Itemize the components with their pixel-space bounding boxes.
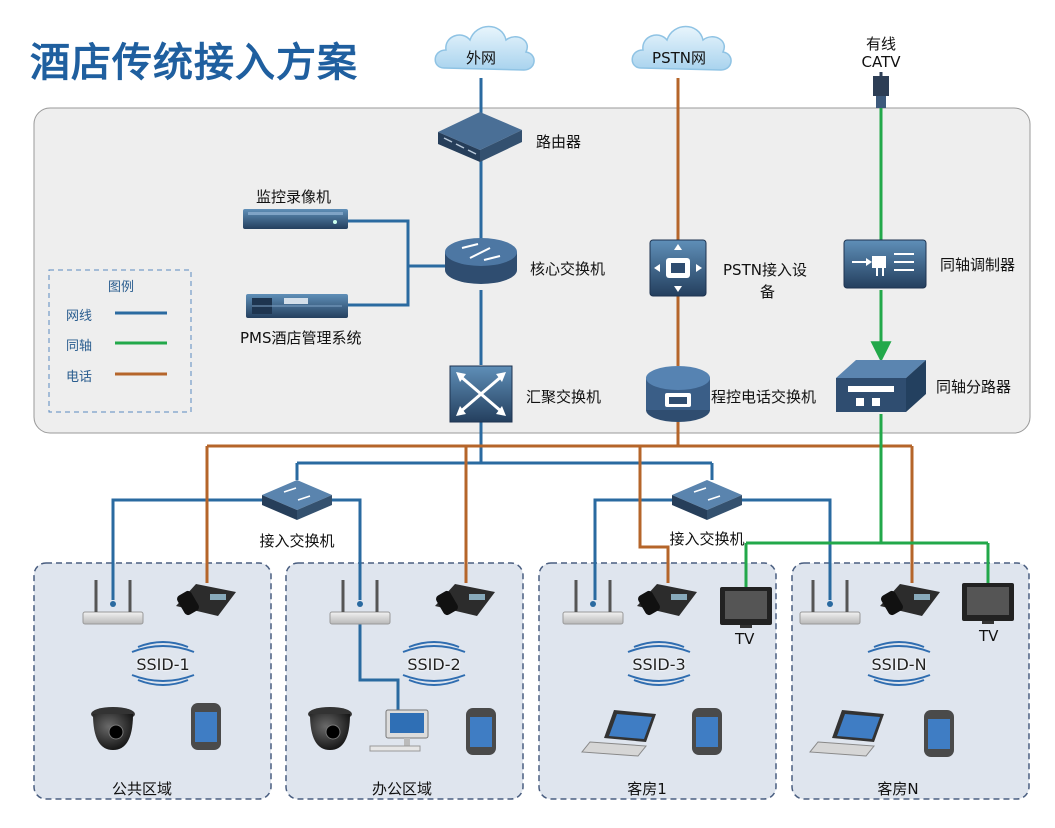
desk-phone-1-icon — [176, 584, 236, 616]
smartphone-1-icon — [191, 703, 221, 750]
access-switch-2-icon — [672, 480, 742, 520]
access-switch-1-icon — [262, 480, 332, 520]
tv-1-label: TV — [735, 630, 755, 648]
wifi-waves-4-icon — [867, 641, 931, 686]
access-switch-1-label: 接入交换机 — [259, 532, 335, 550]
zone-name-room1: 客房1 — [627, 780, 667, 798]
access-point-4-icon — [799, 580, 861, 625]
legend-coax-label: 同轴 — [66, 339, 93, 354]
core-panel — [33, 107, 1031, 434]
ssid-1-label: SSID-1 — [136, 655, 190, 674]
router-label: 路由器 — [536, 133, 582, 151]
legend-network-label: 网线 — [66, 309, 93, 324]
smartphone-3-icon — [692, 708, 722, 755]
wifi-waves-3-icon — [627, 641, 691, 686]
ssid-3-label: SSID-3 — [632, 655, 686, 674]
router-icon — [438, 112, 522, 162]
pstn-cloud-label: PSTN网 — [652, 49, 706, 67]
smartphone-2-icon — [466, 708, 496, 755]
zone-name-office: 办公区域 — [371, 780, 433, 798]
access-switch-2-label: 接入交换机 — [669, 530, 745, 548]
laptop-1-icon — [581, 710, 656, 757]
laptop-2-icon — [809, 710, 884, 757]
desktop-computer-icon — [369, 709, 429, 752]
pms-server-icon — [246, 294, 348, 318]
zone-name-public: 公共区域 — [111, 780, 173, 798]
link-phone-room1 — [638, 446, 670, 583]
aggregation-switch-icon — [449, 365, 513, 423]
page-title: 酒店传统接入方案 — [30, 40, 358, 86]
tv-2-icon — [962, 583, 1014, 624]
link-as1-ap1 — [111, 498, 262, 600]
core-switch-icon — [445, 238, 517, 284]
core-switch-label: 核心交换机 — [530, 260, 606, 278]
smartphone-4-icon — [924, 710, 954, 757]
catv-connector-icon — [873, 72, 889, 108]
camera-1-icon — [91, 707, 135, 750]
link-pms-core — [348, 266, 410, 307]
cloud-internet-icon — [434, 25, 535, 71]
legend-box — [48, 269, 192, 413]
desk-phone-3-icon — [637, 584, 697, 616]
coax-links — [744, 108, 990, 588]
coax-splitter-label: 同轴分路器 — [936, 378, 1012, 396]
aggregation-switch-label: 汇聚交换机 — [526, 388, 602, 406]
pstn-access-label-line2: 备 — [760, 283, 776, 301]
link-nvr-core — [348, 219, 446, 268]
nvr-icon — [243, 209, 348, 229]
pbx-label: 程控电话交换机 — [711, 388, 817, 406]
catv-label-line1: 有线 — [865, 35, 897, 53]
camera-2-icon — [308, 707, 352, 750]
link-ap2-pc — [358, 622, 400, 710]
coax-splitter-icon — [836, 360, 926, 412]
desk-phone-4-icon — [880, 584, 940, 616]
wifi-waves-2-icon — [402, 641, 466, 686]
cloud-pstn-icon — [631, 25, 732, 71]
catv-label-line2: CATV — [861, 53, 901, 71]
access-point-2-icon — [329, 580, 391, 625]
network-links — [111, 78, 832, 710]
coax-modulator-icon — [843, 239, 927, 289]
link-as1-ap2 — [332, 498, 362, 600]
ssid-2-label: SSID-2 — [407, 655, 461, 674]
tv-2-label: TV — [979, 627, 999, 645]
pms-label: PMS酒店管理系统 — [240, 329, 362, 347]
legend-phone-label: 电话 — [66, 370, 93, 385]
wifi-waves-1-icon — [131, 641, 195, 686]
access-point-1-icon — [82, 580, 144, 625]
internet-cloud-label: 外网 — [465, 49, 497, 67]
phone-links — [205, 78, 914, 583]
zone-name-roomn: 客房N — [877, 780, 919, 798]
coax-modulator-label: 同轴调制器 — [940, 256, 1016, 274]
ssid-n-label: SSID-N — [871, 655, 927, 674]
link-as2-ap3 — [593, 498, 672, 600]
pstn-access-label-line1: PSTN接入设 — [723, 261, 807, 279]
pstn-access-icon — [649, 239, 707, 297]
nvr-label: 监控录像机 — [256, 188, 332, 206]
link-as2-ap4 — [742, 498, 832, 600]
access-point-3-icon — [562, 580, 624, 625]
desk-phone-2-icon — [435, 584, 495, 616]
pbx-icon — [646, 366, 710, 422]
tv-1-icon — [720, 587, 772, 628]
legend-title: 图例 — [108, 280, 135, 295]
